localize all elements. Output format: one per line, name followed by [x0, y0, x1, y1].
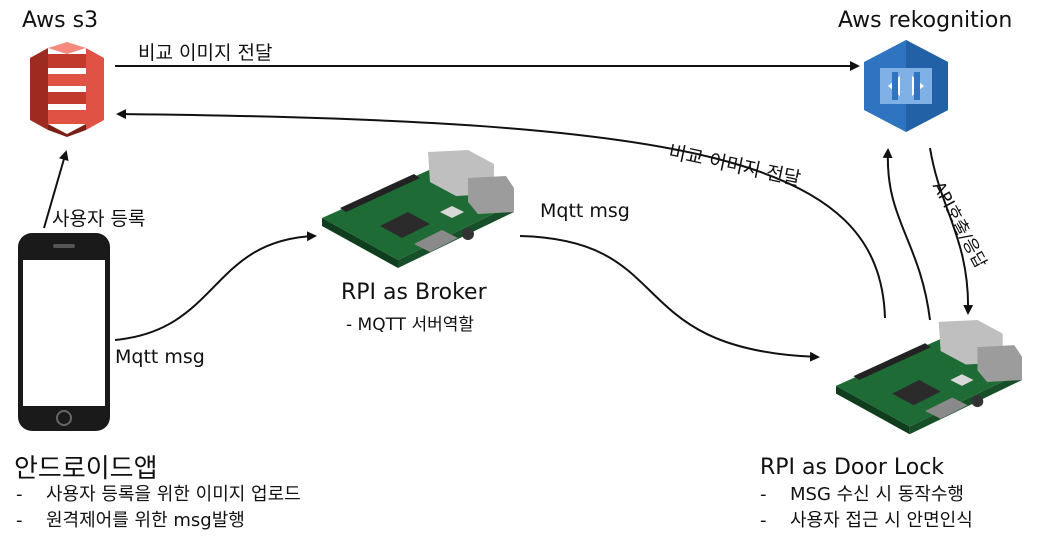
top-compare-label: 비교 이미지 전달: [138, 42, 273, 64]
broker-title: RPI as Broker: [341, 280, 487, 305]
app-bullet: -원격제어를 위한 msg발행: [16, 510, 245, 531]
doorlock-bullets: -MSG 수신 시 동작수행 -사용자 접근 시 안면인식: [760, 482, 973, 534]
doorlock-title: RPI as Door Lock: [760, 455, 945, 480]
app-bullets: -사용자 등록을 위한 이미지 업로드 -원격제어를 위한 msg발행: [16, 482, 301, 534]
app-bullet: -사용자 등록을 위한 이미지 업로드: [16, 484, 301, 505]
app-title: 안드로이드앱: [14, 454, 158, 484]
register-label: 사용자 등록: [52, 208, 146, 230]
doorlock-bullet: -사용자 접근 시 안면인식: [760, 510, 973, 531]
arrow-doorlock-to-rekognition: [882, 148, 931, 321]
broker-subtitle: - MQTT 서버역할: [346, 315, 475, 335]
arrow-phone-to-s3: [43, 150, 69, 229]
raspberry-pi-doorlock-icon: [836, 319, 1022, 435]
arrow-rekognition-to-doorlock: [929, 147, 974, 315]
arrow-phone-to-broker: [114, 231, 317, 341]
doorlock-bullet: -MSG 수신 시 동작수행: [760, 484, 964, 505]
raspberry-pi-broker-icon: [322, 150, 514, 268]
aws-s3-icon: [30, 42, 104, 137]
rekognition-title: Aws rekognition: [838, 8, 1013, 33]
mqtt-left-label: Mqtt msg: [115, 346, 205, 368]
mqtt-right-label: Mqtt msg: [540, 200, 630, 222]
smartphone-icon: [18, 233, 110, 431]
arrow-doorlock-to-s3: [116, 109, 886, 319]
s3-title: Aws s3: [22, 8, 99, 33]
arrow-broker-to-doorlock: [519, 235, 820, 362]
aws-rekognition-icon: [864, 40, 948, 132]
